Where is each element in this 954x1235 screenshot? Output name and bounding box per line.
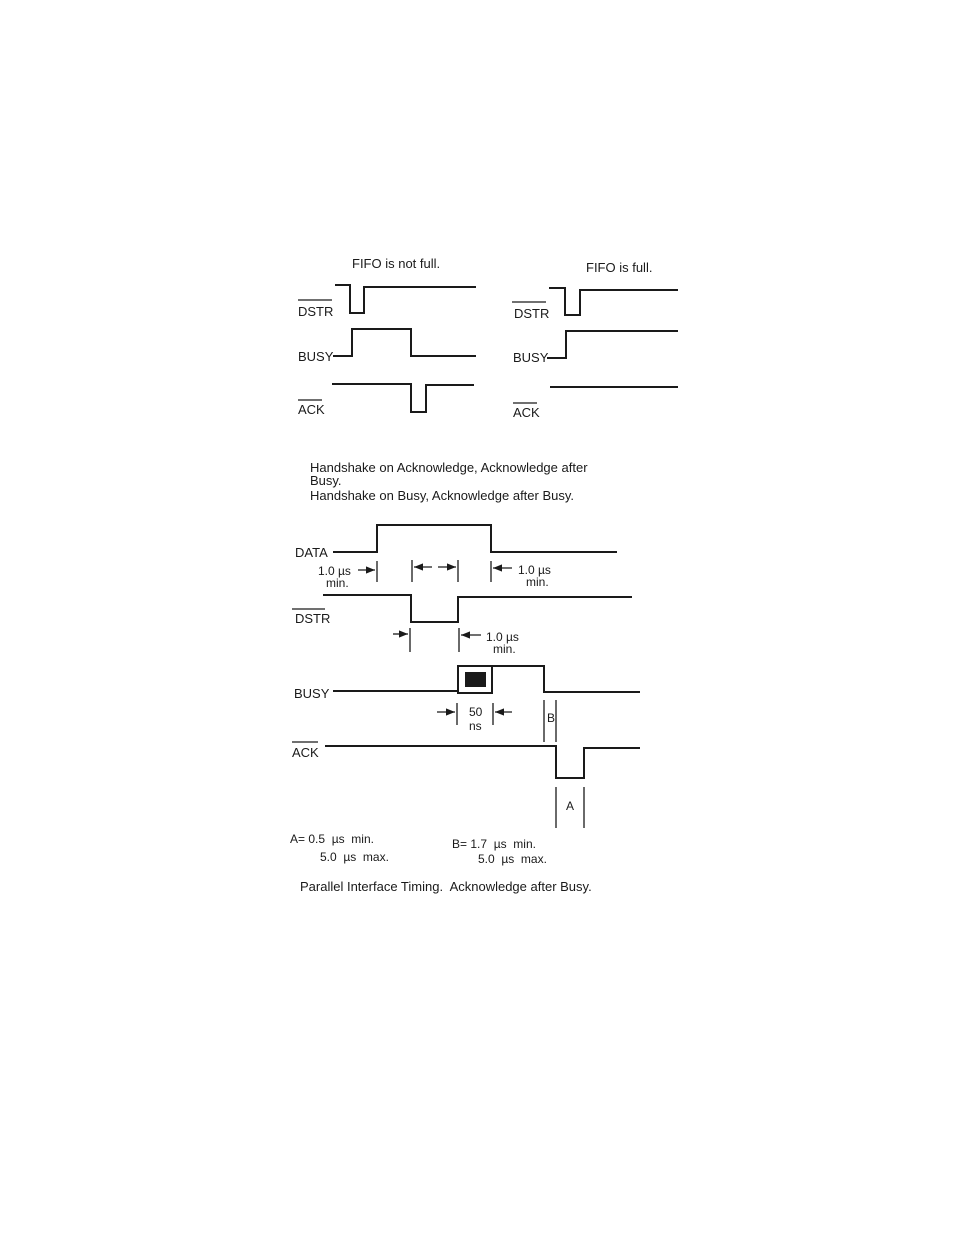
busy-transition-fill — [465, 672, 486, 687]
timing-dstr-waveform — [323, 594, 632, 623]
b-interval-label: B — [547, 711, 555, 725]
spec-b-line-1: B= 1.7 µs min. — [452, 837, 536, 851]
data-hold-value: 1.0 µs — [518, 563, 551, 577]
data-setup-value: 1.0 µs — [318, 564, 351, 578]
handshake-descriptions: Handshake on Acknowledge, Acknowledge af… — [310, 460, 588, 503]
fifo-not-full-caption: FIFO is not full. — [352, 256, 440, 271]
description-line-2: Busy. — [310, 473, 342, 488]
spec-a-line-1: A= 0.5 µs min. — [290, 832, 374, 846]
fifo-not-full-diagram: FIFO is not full. DSTR BUSY ACK — [298, 256, 476, 417]
ack-waveform-left — [332, 383, 474, 413]
dstr-width-min: min. — [493, 642, 516, 656]
timing-dstr-label: DSTR — [295, 611, 330, 626]
dstr-waveform-right — [549, 287, 678, 316]
busy-waveform-left — [333, 328, 476, 357]
description-line-3: Handshake on Busy, Acknowledge after Bus… — [310, 488, 574, 503]
fifo-full-caption: FIFO is full. — [586, 260, 652, 275]
busy-delay-unit: ns — [469, 719, 482, 733]
a-interval-label: A — [566, 799, 574, 813]
fifo-full-diagram: FIFO is full. DSTR BUSY ACK — [512, 260, 678, 420]
timing-ack-label: ACK — [292, 745, 319, 760]
dstr-label-right: DSTR — [514, 306, 549, 321]
busy-label-left: BUSY — [298, 349, 334, 364]
ack-label-left: ACK — [298, 402, 325, 417]
parallel-interface-timing: DATA 1.0 µs min. 1.0 µs min. DSTR 1.0 µs… — [292, 524, 640, 828]
busy-label-right: BUSY — [513, 350, 549, 365]
timing-busy-label: BUSY — [294, 686, 330, 701]
busy-delay-value: 50 — [469, 705, 483, 719]
data-waveform — [333, 524, 617, 553]
dstr-width-value: 1.0 µs — [486, 630, 519, 644]
dstr-waveform-left — [335, 284, 476, 314]
dstr-label-left: DSTR — [298, 304, 333, 319]
busy-transition-box — [457, 665, 493, 694]
timing-specs: A= 0.5 µs min. 5.0 µs max. B= 1.7 µs min… — [290, 832, 547, 866]
description-line-1: Handshake on Acknowledge, Acknowledge af… — [310, 460, 588, 475]
spec-b-line-2: 5.0 µs max. — [478, 852, 547, 866]
data-label: DATA — [295, 545, 328, 560]
data-hold-min: min. — [526, 575, 549, 589]
data-setup-min: min. — [326, 576, 349, 590]
timing-ack-waveform — [325, 745, 640, 779]
spec-a-line-2: 5.0 µs max. — [320, 850, 389, 864]
busy-waveform-right — [547, 330, 678, 359]
ack-label-right: ACK — [513, 405, 540, 420]
figure-caption: Parallel Interface Timing. Acknowledge a… — [300, 879, 592, 894]
timing-busy-waveform — [333, 665, 640, 693]
